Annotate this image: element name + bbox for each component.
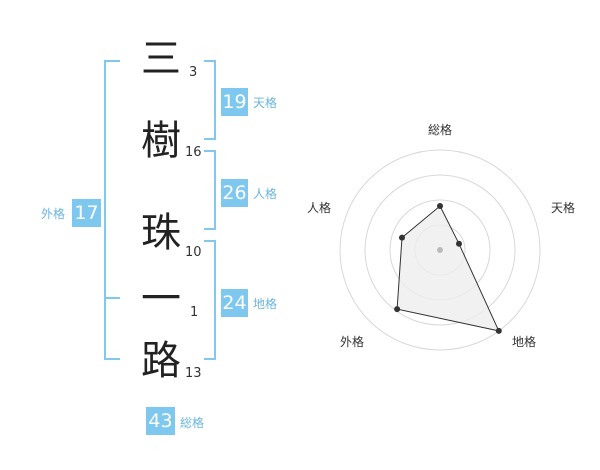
stroke-count-2: 16 (185, 145, 202, 160)
chikaku-value: 24 (221, 289, 248, 317)
stroke-count-3: 10 (185, 245, 202, 260)
soukaku-label: 総格 (180, 416, 205, 430)
gaikaku-label: 外格 (41, 207, 66, 221)
gaikaku-value: 17 (72, 199, 101, 227)
radar-label-soukaku: 総格 (428, 123, 453, 137)
name-char-3: 珠 (141, 210, 181, 256)
name-char-1: 三 (141, 36, 181, 82)
radar-point-1 (437, 203, 443, 209)
name-char-5: 路 (141, 338, 181, 384)
stroke-count-1: 3 (189, 65, 198, 80)
radar-polygon (396, 205, 500, 332)
jinkaku-label: 人格 (253, 187, 278, 201)
radar-label-tenkaku: 天格 (551, 201, 576, 215)
radar-label-gaikaku: 外格 (340, 335, 365, 349)
name-char-4: 一 (141, 276, 181, 322)
tenkaku-label: 天格 (253, 96, 278, 110)
tenkaku-value: 19 (221, 88, 248, 116)
radar-label-chikaku: 地格 (512, 335, 537, 349)
name-char-2: 樹 (141, 118, 181, 164)
radar-ring (364, 174, 516, 326)
chikaku-label: 地格 (253, 297, 278, 311)
stroke-count-4: 1 (190, 305, 199, 320)
radar-point-2 (456, 240, 462, 247)
radar-ring (339, 149, 541, 351)
jinkaku-value: 26 (221, 179, 248, 207)
radar-center-dot (437, 247, 443, 253)
radar-point-4 (394, 306, 401, 313)
soukaku-value: 43 (146, 407, 175, 435)
radar-label-jinkaku: 人格 (307, 201, 332, 215)
radar-point-3 (495, 327, 502, 334)
stroke-count-5: 13 (185, 366, 202, 381)
radar-point-5 (399, 234, 405, 241)
